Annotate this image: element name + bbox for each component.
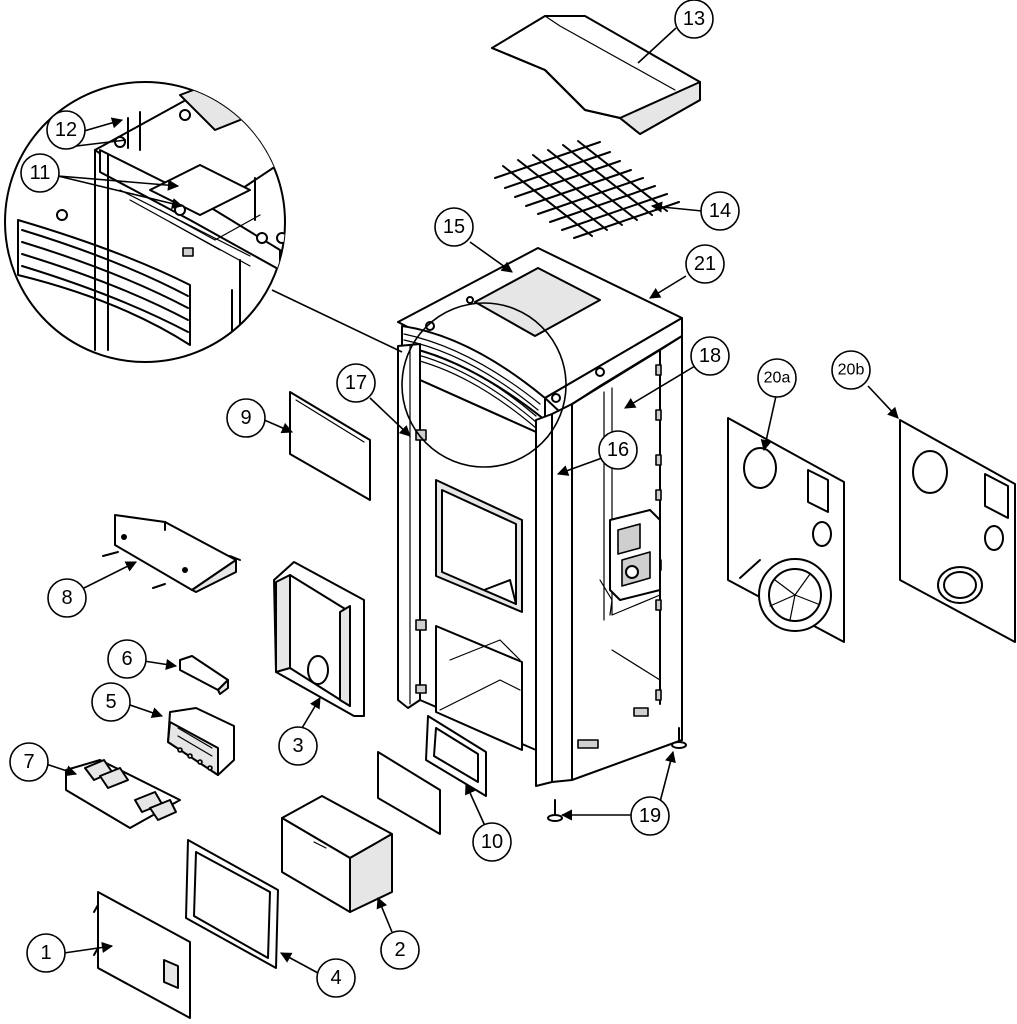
part-10-door-frame <box>425 715 487 797</box>
callout-label: 14 <box>709 200 731 222</box>
callout-label: 5 <box>105 691 116 713</box>
callout-7: 7 <box>9 742 49 782</box>
callout-label: 2 <box>394 939 405 961</box>
part-10-plate <box>377 751 441 835</box>
callout-20a: 20a <box>757 358 797 398</box>
callout-12: 12 <box>46 110 86 150</box>
part-9-panel <box>289 391 371 501</box>
callout-3: 3 <box>278 726 318 766</box>
callout-11: 11 <box>20 153 60 193</box>
callout-label: 20a <box>764 370 791 387</box>
callout-14: 14 <box>700 191 740 231</box>
part-7-holder <box>65 759 181 829</box>
callout-label: 7 <box>23 751 34 773</box>
leader-lines <box>45 27 899 974</box>
callout-6: 6 <box>107 639 147 679</box>
callout-10: 10 <box>472 822 512 862</box>
callout-15: 15 <box>434 207 474 247</box>
callout-label: 3 <box>292 735 303 757</box>
callout-19: 19 <box>630 796 670 836</box>
stove-body <box>397 247 683 787</box>
control-module <box>599 509 661 616</box>
part-13-top-cover <box>491 15 701 135</box>
callout-18: 18 <box>690 336 730 376</box>
part-8-bracket <box>102 514 241 593</box>
part-4-gasket <box>185 839 279 969</box>
callout-9: 9 <box>226 398 266 438</box>
part-6-block <box>179 655 229 695</box>
callout-1: 1 <box>26 933 66 973</box>
callout-label: 17 <box>345 372 367 394</box>
callout-label: 21 <box>694 253 716 275</box>
callout-17: 17 <box>336 363 376 403</box>
callout-label: 18 <box>699 345 721 367</box>
callout-label: 6 <box>121 648 132 670</box>
callout-label: 15 <box>443 216 465 238</box>
callout-label: 9 <box>240 407 251 429</box>
callout-21: 21 <box>685 244 725 284</box>
callout-label: 13 <box>683 8 705 30</box>
callout-label: 10 <box>481 831 503 853</box>
callout-8: 8 <box>47 578 87 618</box>
part-1-door <box>93 891 191 1019</box>
callout-label: 16 <box>607 439 629 461</box>
callout-20b: 20b <box>831 350 871 390</box>
part-5-burn-pot <box>167 707 235 776</box>
callout-label: 12 <box>55 119 77 141</box>
callout-16: 16 <box>598 430 638 470</box>
callout-label: 20b <box>838 362 865 379</box>
callout-label: 8 <box>61 587 72 609</box>
callout-2: 2 <box>380 930 420 970</box>
part-14-grid <box>494 140 680 239</box>
callout-label: 11 <box>30 162 51 184</box>
callout-5: 5 <box>91 682 131 722</box>
callout-label: 4 <box>330 967 341 989</box>
part-20b-back-plate <box>899 419 1016 643</box>
part-3-firebox-back <box>273 561 365 717</box>
part-19-feet <box>547 727 687 822</box>
callout-4: 4 <box>316 958 356 998</box>
part-2-ash-drawer <box>281 795 393 913</box>
callout-label: 19 <box>639 805 661 827</box>
callout-label: 1 <box>40 942 51 964</box>
part-20a-fan-plate <box>727 417 845 643</box>
detail-magnifier <box>4 81 567 468</box>
callout-13: 13 <box>674 0 714 39</box>
